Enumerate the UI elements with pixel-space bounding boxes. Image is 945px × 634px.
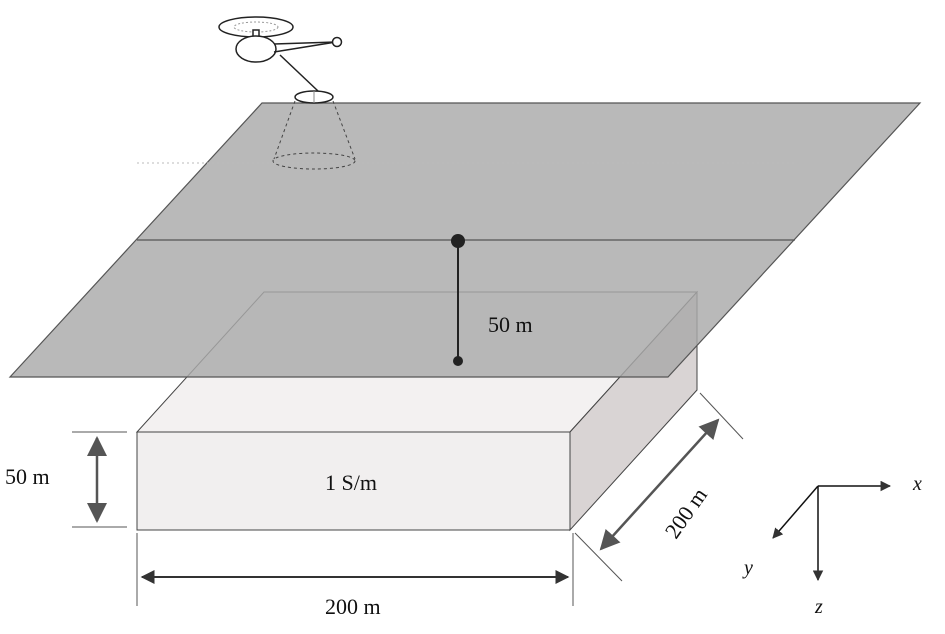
axis-y-label: y [742,557,753,579]
depth-indicator: 50 m [451,234,533,366]
thickness-dimension: 50 m [5,431,127,528]
surface-point [451,234,465,248]
width-dimension: 200 m [136,533,574,619]
block-top-point [453,356,463,366]
tow-cable [279,54,319,92]
depth-label: 50 m [488,312,533,337]
thickness-label: 50 m [5,464,50,489]
tx-loop-icon [272,90,356,170]
tail-rotor [331,36,343,48]
axis-z-label: z [814,596,823,618]
length-label: 200 m [660,483,712,543]
conductivity-label: 1 S/m [325,470,377,495]
helicopter-icon [218,16,343,92]
coordinate-axes: x y z [742,473,922,618]
axis-x-label: x [912,473,922,495]
footprint [272,152,356,170]
fuselage [235,35,277,63]
ground-plane [8,102,922,378]
block-front-face [136,431,571,531]
width-label: 200 m [325,594,381,619]
